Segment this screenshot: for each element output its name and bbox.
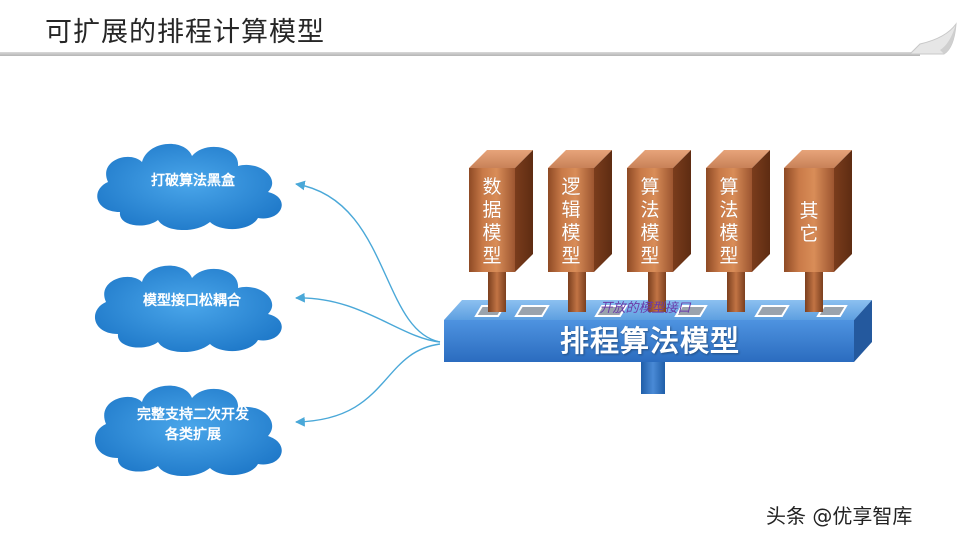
cloud-label-break-blackbox: 打破算法黑盒 [151, 173, 235, 189]
column-char: 算 [640, 176, 660, 198]
column-char: 模 [482, 222, 502, 244]
base-label: 排程算法模型 [559, 324, 740, 358]
column-stems [488, 272, 823, 312]
column-data-model [469, 150, 533, 272]
column-other [784, 150, 852, 272]
column-char: 算 [719, 176, 739, 198]
column-char: 型 [482, 245, 502, 267]
column-algorithm-model-2 [706, 150, 770, 272]
cloud-break-blackbox [97, 143, 282, 231]
slide-title: 可扩展的排程计算模型 [45, 17, 325, 48]
arrow-to-cloud-3 [295, 343, 441, 427]
column-char: 模 [561, 222, 581, 244]
column-char: 其 [799, 200, 819, 222]
cloud-loose-coupling [94, 265, 282, 353]
column-char: 据 [482, 199, 502, 221]
column-char: 数 [482, 176, 502, 198]
arrow-to-cloud-2 [295, 292, 441, 343]
column-char: 法 [640, 199, 660, 221]
column-char: 模 [719, 222, 739, 244]
connector-arrows [295, 180, 441, 427]
watermark: 头条 @优享智库 [766, 504, 913, 528]
arrow-to-cloud-1 [295, 180, 441, 343]
column-char: 法 [719, 199, 739, 221]
column-char: 辑 [561, 199, 581, 221]
page-curl-icon [910, 22, 957, 55]
base-support-post [641, 358, 665, 394]
column-logic-model [548, 150, 612, 272]
cloud-label-loose-coupling: 模型接口松耦合 [143, 293, 241, 309]
column-char: 型 [640, 245, 660, 267]
column-char: 它 [799, 223, 819, 245]
cloud-label-secondary-dev-line2: 各类扩展 [165, 427, 221, 443]
column-char: 逻 [561, 176, 581, 198]
column-char: 型 [719, 245, 739, 267]
title-underline [0, 52, 920, 56]
column-char: 模 [640, 222, 660, 244]
column-char: 型 [561, 245, 581, 267]
cloud-label-secondary-dev-line1: 完整支持二次开发 [137, 407, 249, 423]
interface-label: 开放的模型接口 [599, 301, 691, 316]
column-algorithm-model-1 [627, 150, 691, 272]
cloud-secondary-development [94, 385, 282, 477]
